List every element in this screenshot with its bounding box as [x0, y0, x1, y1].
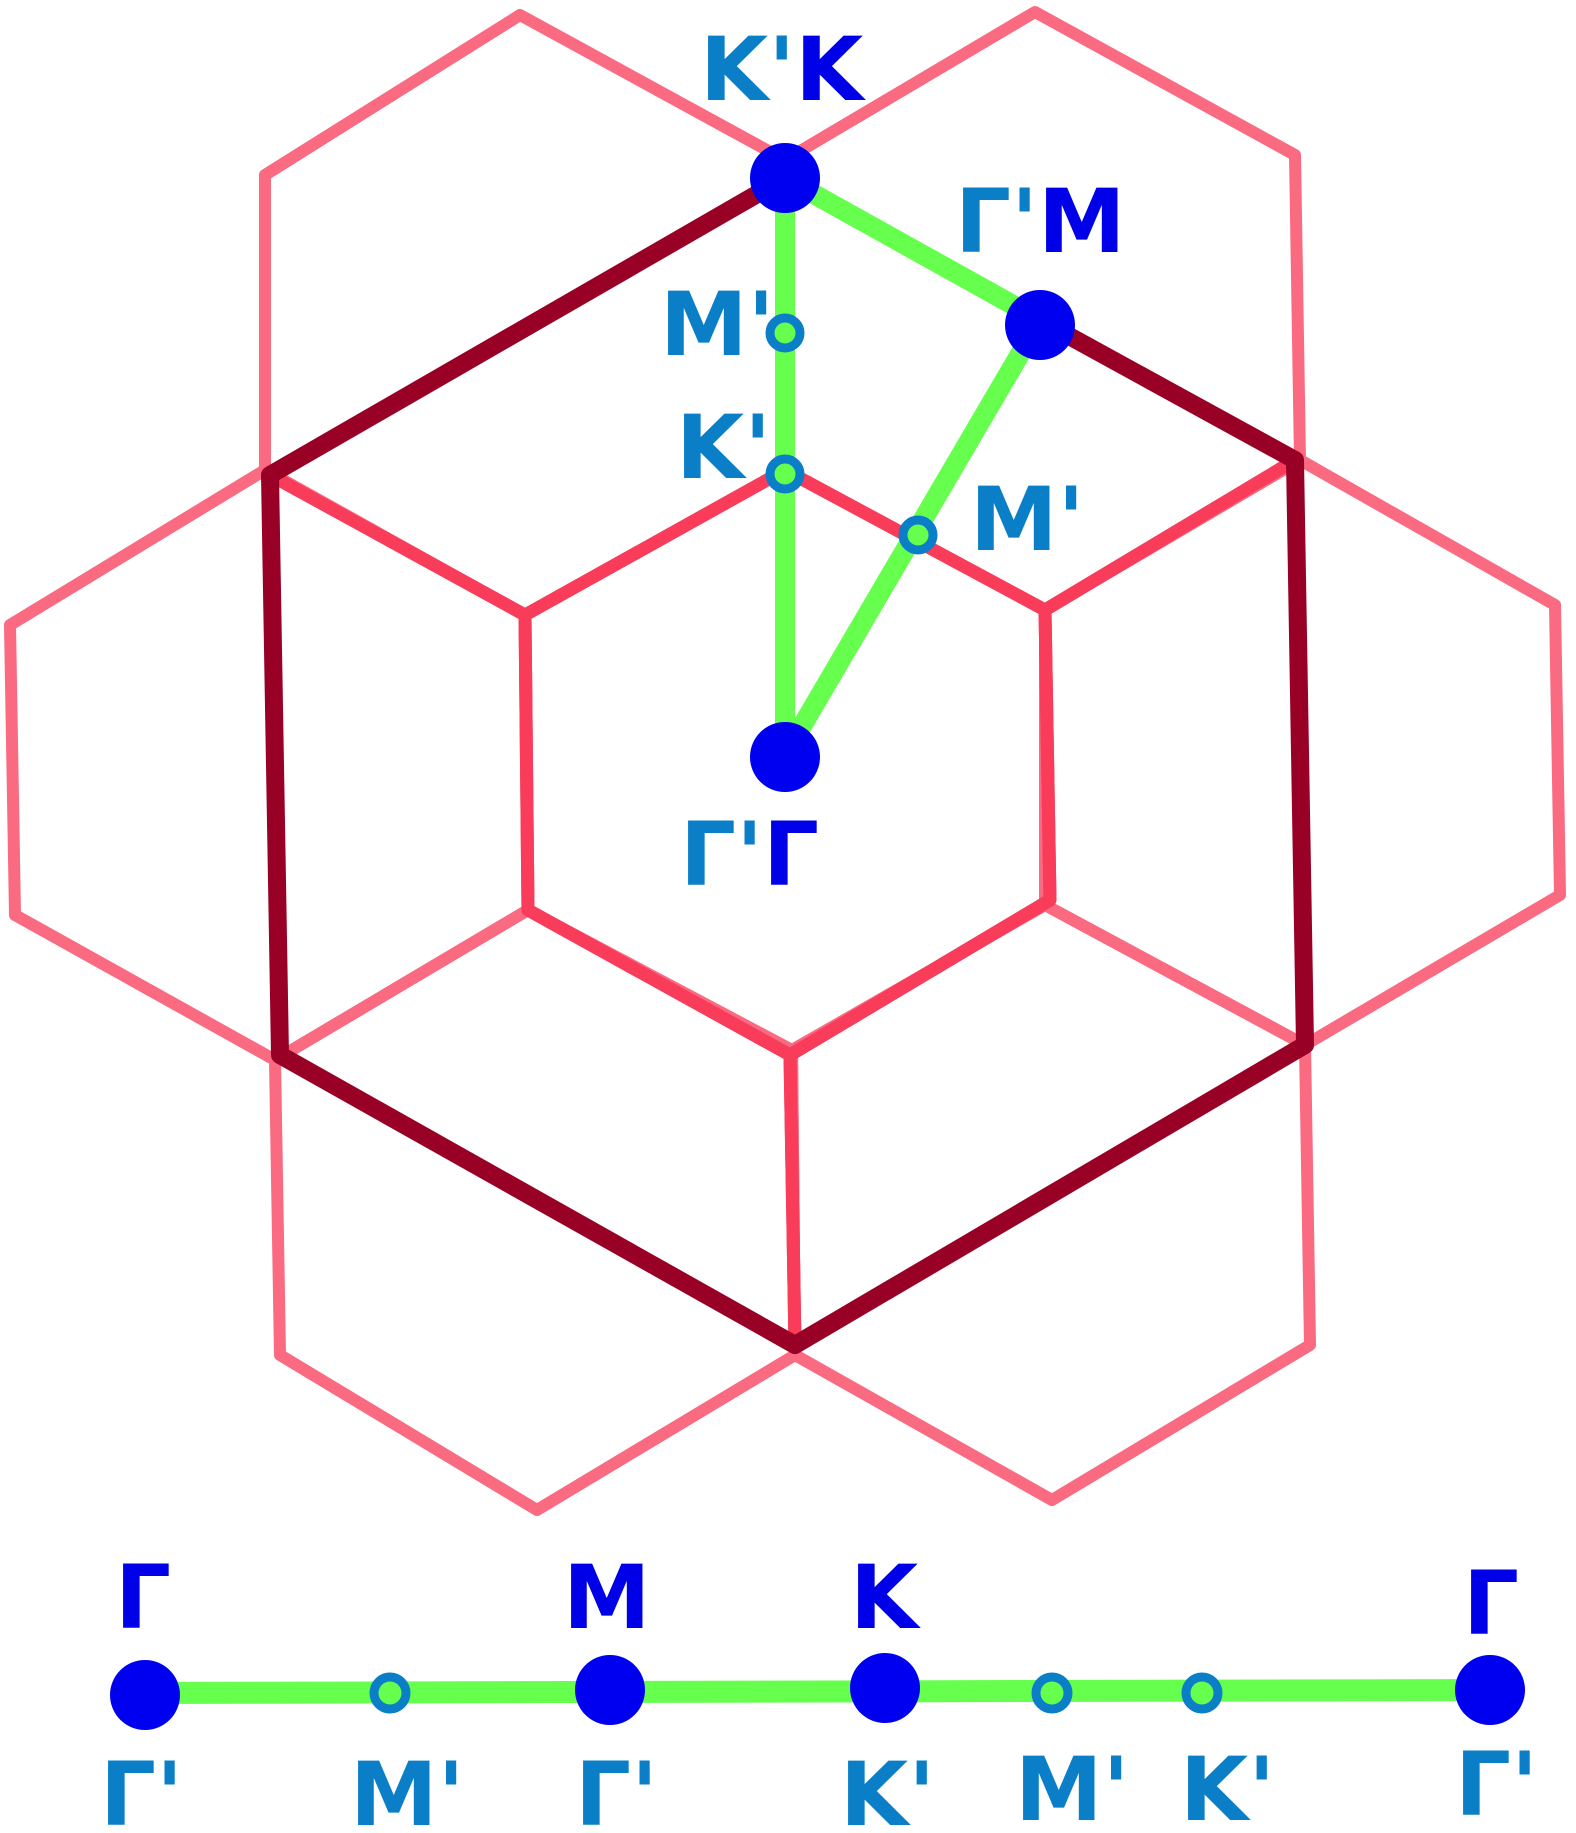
label-top-vertex-primary: K: [795, 18, 866, 121]
strip-folded-point-m2: [1031, 1672, 1073, 1714]
strip-label-folded-3: K': [840, 1743, 935, 1833]
strip-label-primary-3: Γ: [1463, 1552, 1519, 1655]
strip-point-gamma-start: [110, 1660, 180, 1730]
strip-label-primary-1: M: [563, 1546, 651, 1649]
strip-folded-point-m1: [369, 1672, 411, 1714]
strip-label-folded-4: M': [1015, 1738, 1130, 1833]
path-strip: Γ M K Γ Γ' M' Γ' K' M' K' Γ': [100, 1546, 1538, 1833]
path-strip-line: [132, 1679, 1501, 1704]
strip-label-folded-1: M': [350, 1743, 465, 1833]
folded-point-upper-k: [765, 454, 805, 494]
large-hexagon: [261, 169, 1314, 1354]
label-center: Γ'Γ: [680, 803, 819, 906]
label-edge-midpoint-folded: Γ': [955, 170, 1038, 273]
path-strip-points: [110, 1653, 1525, 1730]
strip-label-folded-5: K': [1180, 1738, 1275, 1833]
path-strip-folded-points: [369, 1672, 1223, 1714]
strip-label-primary-2: K: [850, 1546, 921, 1649]
point-edge-midpoint: [1005, 290, 1075, 360]
label-right-folded-m: M': [970, 468, 1085, 571]
outer-hexagon-bottom-left: [269, 904, 801, 1516]
strip-label-primary-0: Γ: [115, 1546, 171, 1649]
strip-label-folded-0: Γ': [100, 1743, 183, 1833]
label-center-primary: Γ: [763, 803, 819, 906]
folded-point-right-m: [898, 515, 938, 555]
point-center: [750, 722, 820, 792]
label-center-folded: Γ': [680, 803, 763, 906]
strip-point-k: [850, 1653, 920, 1723]
strip-label-folded-6: Γ': [1455, 1733, 1538, 1833]
folded-points-2d: [765, 313, 938, 555]
high-symmetry-points-2d: [750, 143, 1075, 792]
label-upper-folded-k: K': [676, 396, 771, 499]
label-top-vertex: K'K: [700, 18, 866, 121]
strip-point-m: [575, 1655, 645, 1725]
label-edge-midpoint: Γ'M: [955, 170, 1126, 273]
point-top-vertex: [750, 143, 820, 213]
label-top-vertex-folded: K': [700, 18, 795, 121]
small-hexagon-lower-right: [783, 453, 1312, 1352]
label-upper-folded-m: M': [660, 273, 775, 376]
strip-point-gamma-end: [1455, 1655, 1525, 1725]
strip-label-folded-2: Γ': [575, 1743, 658, 1833]
folded-point-upper-m: [765, 313, 805, 353]
strip-folded-point-k2: [1181, 1672, 1223, 1714]
label-edge-midpoint-primary: M: [1038, 170, 1126, 273]
